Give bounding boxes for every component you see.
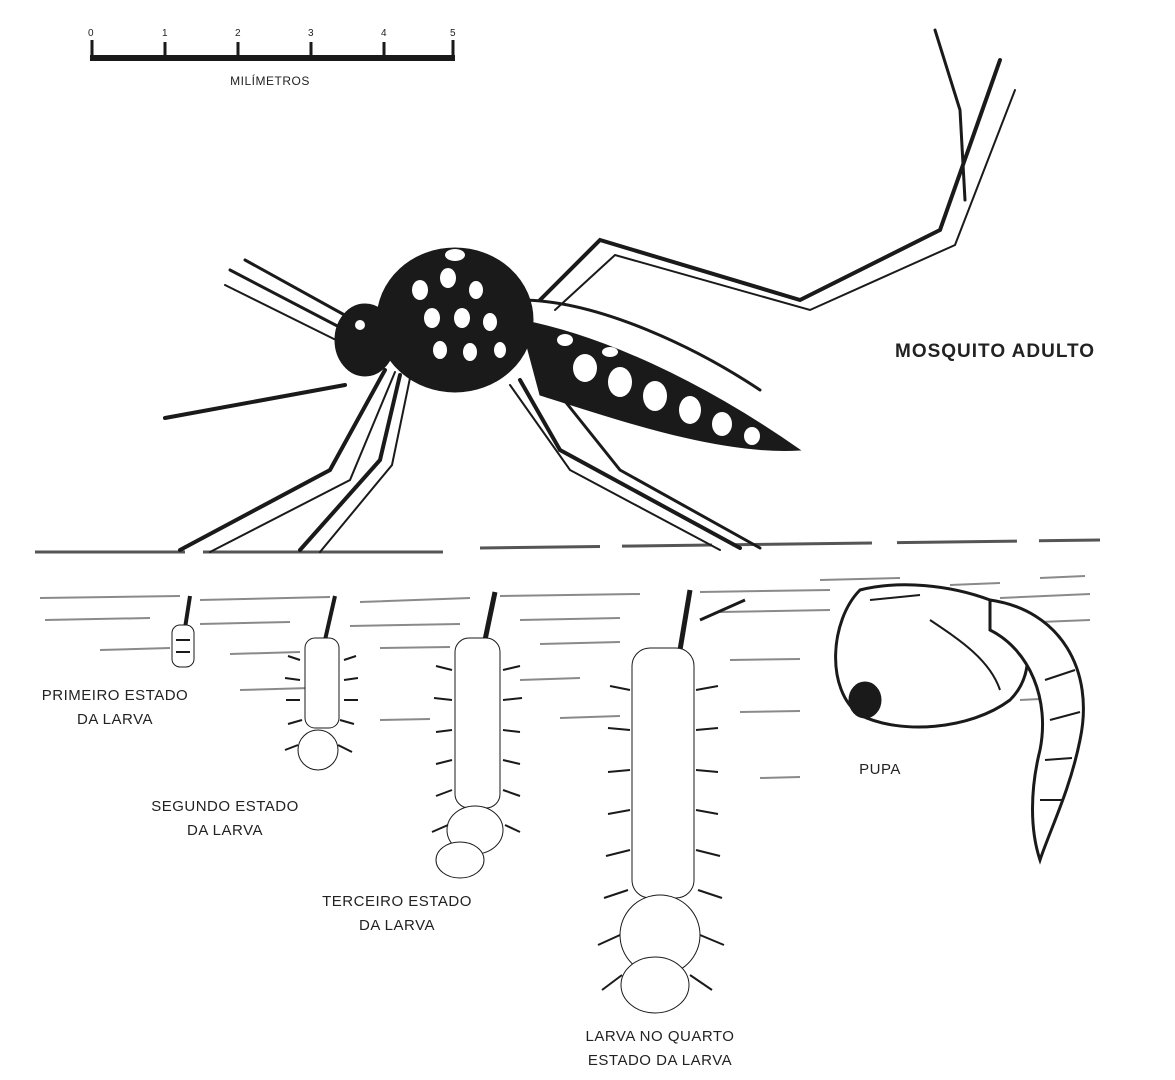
scale-tick-5: 5 [450, 28, 456, 39]
larva-third-stage-drawing [432, 592, 522, 878]
larva-third-stage-line-1: TERCEIRO ESTADO [292, 890, 502, 914]
larva-first-stage-line-1: PRIMEIRO ESTADO [15, 684, 215, 708]
larva-second-stage-line-2: DA LARVA [120, 819, 330, 843]
larva-fourth-stage-label: LARVA NO QUARTO ESTADO DA LARVA [535, 1025, 785, 1073]
scale-bar [90, 40, 455, 58]
larva-first-stage-label: PRIMEIRO ESTADO DA LARVA [15, 684, 215, 732]
larva-second-stage-drawing [285, 596, 358, 770]
scale-tick-3: 3 [308, 28, 314, 39]
larva-second-stage-label: SEGUNDO ESTADO DA LARVA [120, 795, 330, 843]
scale-tick-4: 4 [381, 28, 387, 39]
scale-tick-0: 0 [88, 28, 94, 39]
larva-first-stage-line-2: DA LARVA [15, 708, 215, 732]
larva-fourth-stage-line-1: LARVA NO QUARTO [535, 1025, 785, 1049]
scale-tick-1: 1 [162, 28, 168, 39]
adult-mosquito-drawing [165, 30, 1015, 552]
larva-fourth-stage-line-2: ESTADO DA LARVA [535, 1049, 785, 1073]
larva-first-stage-drawing [172, 596, 194, 667]
larva-third-stage-label: TERCEIRO ESTADO DA LARVA [292, 890, 502, 938]
adult-mosquito-label: MOSQUITO ADULTO [895, 341, 1170, 363]
larva-fourth-stage-drawing [598, 590, 745, 1013]
scale-tick-2: 2 [235, 28, 241, 39]
scale-unit-label: MILÍMETROS [195, 74, 345, 88]
pupa-label: PUPA [845, 758, 915, 782]
pupa-drawing [836, 585, 1084, 860]
larva-third-stage-line-2: DA LARVA [292, 914, 502, 938]
larva-second-stage-line-1: SEGUNDO ESTADO [120, 795, 330, 819]
